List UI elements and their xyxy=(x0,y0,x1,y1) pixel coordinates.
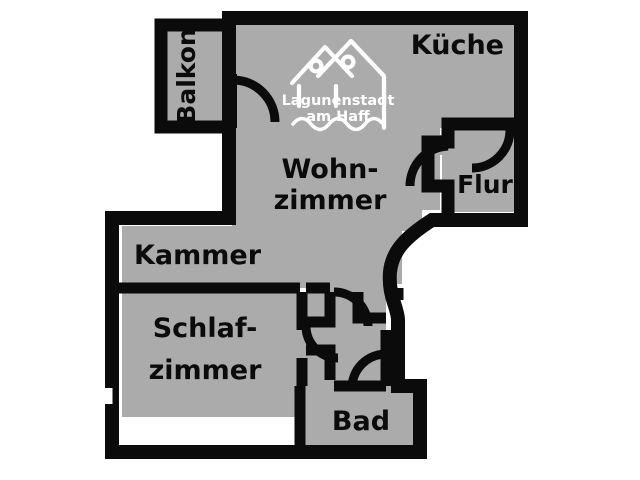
wall-inner-hall-left-notch xyxy=(306,292,336,328)
room-label-flur: Flur xyxy=(457,170,513,199)
room-label-schlafzimmer-line1: Schlaf- xyxy=(153,313,258,344)
room-label-layer: Balkon Küche Wohn- zimmer Flur Kammer Sc… xyxy=(134,28,514,437)
room-area-wohnzimmer xyxy=(232,21,518,210)
logo-line-2: am Haff xyxy=(306,109,370,125)
door-arc-flur-west xyxy=(405,141,449,187)
room-label-wohnzimmer-line2: zimmer xyxy=(274,185,388,216)
logo-line-1: Lagunenstadt xyxy=(282,93,395,109)
room-label-bad: Bad xyxy=(332,406,390,437)
door-arc-hall-kammer xyxy=(333,287,373,327)
window-circle-icon-right xyxy=(340,54,356,70)
house-gable-icon-right xyxy=(315,38,387,131)
door-layer xyxy=(229,74,515,389)
wall-layer xyxy=(103,11,528,459)
room-label-schlafzimmer-line2: zimmer xyxy=(149,355,263,386)
room-area-balkon xyxy=(167,29,223,122)
room-label-kammer: Kammer xyxy=(134,240,262,271)
lagunenstadt-logo: Lagunenstadt am Haff xyxy=(282,38,395,132)
door-arc-hall-schlafzimmer xyxy=(301,325,339,363)
room-area-kammer xyxy=(122,226,402,284)
outer-wall xyxy=(105,11,528,459)
room-label-kueche: Küche xyxy=(411,30,504,61)
door-arc-flur-east xyxy=(471,129,515,173)
wall-flur xyxy=(421,117,518,222)
water-wave-icon xyxy=(291,116,385,132)
room-area-schlafzimmer xyxy=(122,292,302,417)
wall-balkon xyxy=(154,18,229,134)
room-area-inner-hall xyxy=(302,286,386,380)
door-arc-balkon xyxy=(232,75,280,123)
door-arc-hall-bad xyxy=(347,349,387,389)
room-label-balkon: Balkon xyxy=(172,28,201,123)
room-label-wohnzimmer-line1: Wohn- xyxy=(281,154,378,185)
window-circle-icon-left xyxy=(308,58,324,74)
